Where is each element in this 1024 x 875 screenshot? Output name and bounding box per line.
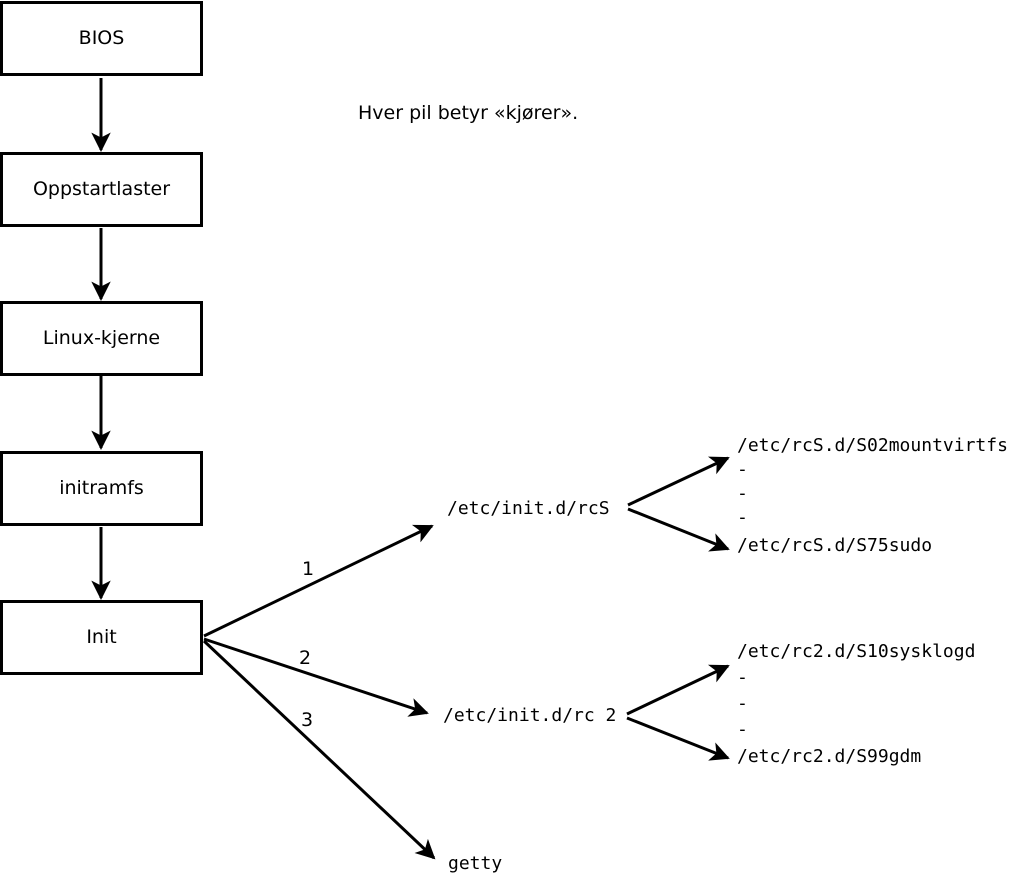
flow-box-initramfs: initramfs [0,451,203,526]
rc2-script-entry: /etc/rc2.d/S99gdm [737,746,922,767]
rcs-script-entry: /etc/rcS.d/S75sudo [737,535,933,556]
flow-box-linux-kernel-label: Linux-kjerne [42,327,161,349]
node-rcs: /etc/init.d/rcS [447,498,610,519]
rc2-script-entry: /etc/rc2.d/S10sysklogd [737,641,976,662]
note-text: Hver pil betyr «kjører». [358,102,579,124]
node-getty: getty [448,853,503,874]
flow-box-bios-label: BIOS [78,27,125,49]
branch-label-2: 2 [299,647,312,669]
flow-box-init: Init [0,600,203,675]
rcs-script-placeholder: - [737,483,748,504]
rc2-script-placeholder: - [737,667,748,688]
branch-label-1: 1 [302,558,315,580]
branch-label-3: 3 [301,709,314,731]
flow-box-bios: BIOS [0,1,203,76]
rc2-script-placeholder: - [737,693,748,714]
arrow-rc2-to-s99gdm [626,716,730,761]
rcs-script-entry: /etc/rcS.d/S02mountvirtfs [737,435,1008,456]
flow-box-bootloader: Oppstartlaster [0,152,203,227]
rc2-script-placeholder: - [737,719,748,740]
flow-box-linux-kernel: Linux-kjerne [0,301,203,376]
rcs-script-placeholder: - [737,507,748,528]
flow-box-initramfs-label: initramfs [59,477,144,499]
rcs-script-placeholder: - [737,459,748,480]
flow-box-init-label: Init [86,626,117,648]
arrow-rc2-to-s10sysklogd [626,664,730,716]
flow-box-bootloader-label: Oppstartlaster [32,178,171,200]
arrow-rcs-to-s75sudo [627,507,730,552]
arrow-rcs-to-s02mountvirtfs [627,456,730,507]
node-rc2: /etc/init.d/rc 2 [443,705,617,726]
arrow-init-to-rcs [203,524,434,638]
arrow-init-to-rc2 [203,637,429,717]
arrow-init-to-getty [202,639,436,860]
